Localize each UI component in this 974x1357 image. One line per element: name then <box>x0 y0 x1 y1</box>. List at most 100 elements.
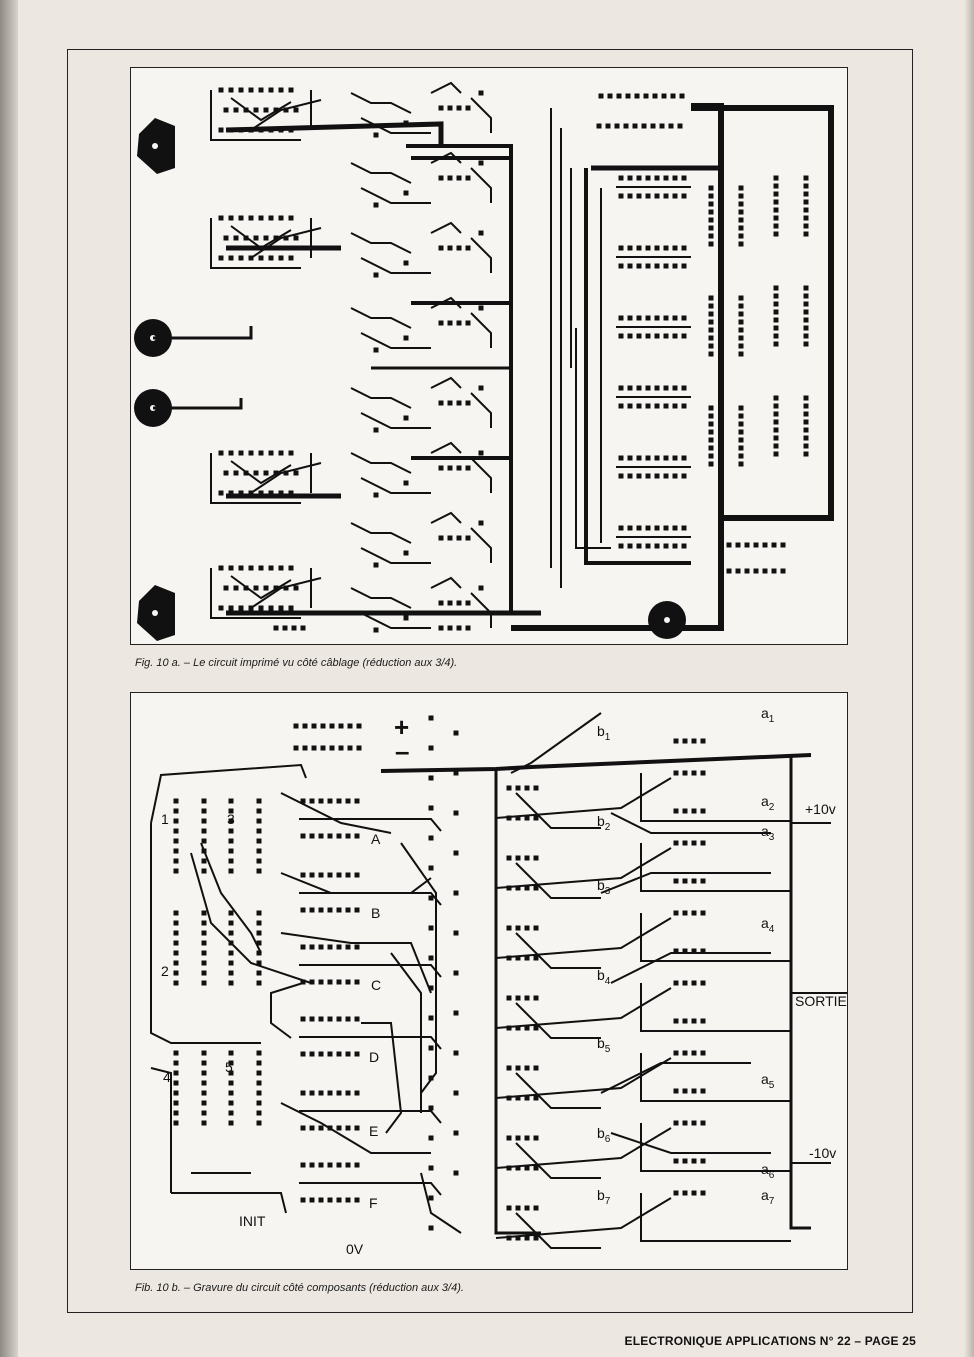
pcb-pad <box>771 568 777 574</box>
pcb-pad <box>672 455 678 461</box>
plus-symbol: + <box>394 712 410 742</box>
pcb-pad <box>663 245 669 251</box>
pcb-pad <box>248 565 254 571</box>
pcb-pad <box>403 480 409 486</box>
pcb-pad <box>663 543 669 549</box>
pcb-pad <box>311 745 317 751</box>
pcb-pad <box>201 920 207 926</box>
chip-label-5: 5 <box>225 1059 233 1075</box>
pcb-pad <box>336 833 342 839</box>
pcb-pad <box>708 295 714 301</box>
pcb-trace <box>280 1102 431 1154</box>
ov-label: 0V <box>346 1241 364 1257</box>
pcb-pad <box>708 303 714 309</box>
pcb-pad <box>773 301 779 307</box>
pcb-trace <box>360 187 431 204</box>
pcb-pad <box>223 235 229 241</box>
pcb-trace <box>360 477 431 494</box>
pcb-pad <box>228 828 234 834</box>
pcb-pad <box>773 199 779 205</box>
pcb-pad <box>354 1125 360 1131</box>
pcb-pad <box>253 107 259 113</box>
pcb-pad <box>524 1135 530 1141</box>
pcb-pad <box>738 421 744 427</box>
pcb-pad <box>708 319 714 325</box>
pcb-pad <box>803 293 809 299</box>
pcb-pad <box>645 403 651 409</box>
pcb-pad <box>700 1018 706 1024</box>
mounting-hole <box>664 617 670 623</box>
pcb-pad <box>533 1135 539 1141</box>
chip-label-4: 4 <box>163 1069 171 1085</box>
pcb-pad <box>753 542 759 548</box>
pcb-trace <box>360 117 431 134</box>
pcb-pad <box>309 872 315 878</box>
pcb-pad <box>533 1025 539 1031</box>
pcb-pad <box>453 1170 459 1176</box>
pcb-pad <box>803 411 809 417</box>
pcb-pad <box>256 940 262 946</box>
pcb-pad <box>673 878 679 884</box>
pcb-pad <box>773 435 779 441</box>
pcb-pad <box>288 215 294 221</box>
pcb-pad <box>228 1080 234 1086</box>
pcb-pad <box>256 798 262 804</box>
pcb-pad <box>345 872 351 878</box>
pcb-trace <box>360 612 431 629</box>
pcb-pad <box>278 127 284 133</box>
pcb-pad <box>428 775 434 781</box>
pcb-pad <box>515 955 521 961</box>
pcb-pad <box>762 542 768 548</box>
pcb-pad <box>456 400 462 406</box>
pcb-pad <box>700 948 706 954</box>
pcb-pad <box>681 193 687 199</box>
pcb-pad <box>663 193 669 199</box>
pcb-pad <box>447 245 453 251</box>
pcb-trace <box>610 952 771 984</box>
page-edge-shadow <box>964 0 974 1357</box>
pcb-pad <box>263 585 269 591</box>
pcb-pad <box>465 535 471 541</box>
pcb-pad <box>465 105 471 111</box>
pcb-pad <box>447 175 453 181</box>
pcb-pad <box>201 970 207 976</box>
pcb-pad <box>465 245 471 251</box>
pcb-trace <box>230 460 292 485</box>
pcb-pad <box>256 868 262 874</box>
pcb-pad <box>618 455 624 461</box>
pcb-pad <box>524 1095 530 1101</box>
pcb-pad <box>228 848 234 854</box>
pcb-pad <box>478 90 484 96</box>
pcb-pad <box>708 185 714 191</box>
pcb-pad <box>256 1110 262 1116</box>
pcb-pad <box>672 263 678 269</box>
pcb-pad <box>228 1090 234 1096</box>
pcb-pad <box>288 605 294 611</box>
pcb-pad <box>258 255 264 261</box>
pcb-pad <box>258 565 264 571</box>
pcb-pad <box>506 1235 512 1241</box>
pcb-pad <box>268 450 274 456</box>
pcb-pad <box>309 979 315 985</box>
pcb-pad <box>618 525 624 531</box>
pcb-pad <box>682 1158 688 1164</box>
pcb-pad <box>293 107 299 113</box>
pcb-pad <box>438 400 444 406</box>
pcb-pad <box>681 403 687 409</box>
pcb-trace <box>299 818 442 832</box>
pcb-pad <box>465 320 471 326</box>
pcb-trace <box>430 81 462 94</box>
pcb-trace <box>495 1127 672 1169</box>
pcb-pad <box>700 980 706 986</box>
pcb-pad <box>641 123 647 129</box>
label-a1: a1 <box>761 705 775 725</box>
pcb-pad <box>803 451 809 457</box>
pcb-pad <box>354 1016 360 1022</box>
pcb-pad <box>327 1016 333 1022</box>
pcb-trace <box>150 1067 172 1193</box>
row-label-f: F <box>369 1195 378 1211</box>
pcb-pad <box>524 1205 530 1211</box>
pcb-pad <box>336 872 342 878</box>
pcb-pad <box>228 490 234 496</box>
pcb-pad <box>309 1051 315 1057</box>
